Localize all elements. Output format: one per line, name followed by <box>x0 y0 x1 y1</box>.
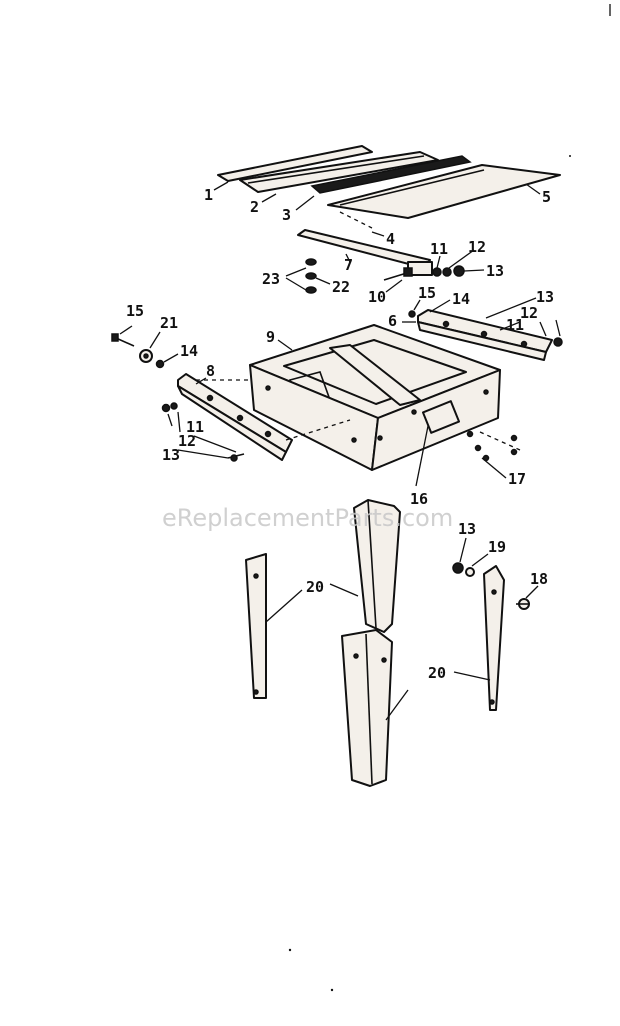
watermark: eReplacementParts.com <box>162 504 453 532</box>
washer-19 <box>465 567 475 577</box>
speck <box>330 988 334 992</box>
callout-9: 9 <box>266 328 275 346</box>
dashed-assembly-lines <box>196 379 521 451</box>
callout-13-leg: 13 <box>458 520 476 538</box>
rail-7 <box>297 229 433 276</box>
panel-clip-4 <box>339 211 373 229</box>
washer-21 <box>139 349 153 363</box>
table-top-panel-1 <box>217 145 373 182</box>
bolts-17 <box>466 430 518 462</box>
callout-6: 6 <box>388 312 397 330</box>
table-top-panel-2 <box>239 151 439 193</box>
callout-10: 10 <box>368 288 386 306</box>
side-rail-6 <box>417 309 553 361</box>
speck <box>288 948 292 952</box>
speck <box>569 155 571 157</box>
callout-11-left: 11 <box>186 418 204 436</box>
callout-13-top: 13 <box>486 262 504 280</box>
leg-center-upper <box>353 499 401 633</box>
bolt-15-top <box>408 310 416 318</box>
leg-right-20 <box>483 565 505 711</box>
callout-11-top: 11 <box>430 240 448 258</box>
nuts-11-12-13-left <box>161 402 245 462</box>
bolt-15-left <box>111 333 135 347</box>
callout-15-left: 15 <box>126 302 144 320</box>
callout-20-right: 20 <box>428 664 446 682</box>
base-frame-9 <box>249 324 501 471</box>
callout-16: 16 <box>410 490 428 508</box>
leader-lines <box>119 181 561 721</box>
leg-left-20 <box>245 553 267 699</box>
leg-center-lower <box>341 629 393 787</box>
callout-15-top: 15 <box>418 284 436 302</box>
callout-2: 2 <box>250 198 259 216</box>
callout-18: 18 <box>530 570 548 588</box>
callout-1: 1 <box>204 186 213 204</box>
washers-22-23 <box>305 258 317 294</box>
callout-19: 19 <box>488 538 506 556</box>
callout-17: 17 <box>508 470 526 488</box>
callout-7: 7 <box>344 256 353 274</box>
bolt-18 <box>516 598 530 610</box>
side-rail-8 <box>177 373 293 461</box>
callout-13-left: 13 <box>162 446 180 464</box>
bolt-10 <box>383 267 413 281</box>
callout-labels: 1 2 3 4 5 7 10 11 12 13 23 22 15 14 6 13… <box>126 186 554 682</box>
callout-12-right: 12 <box>520 304 538 322</box>
callout-14-left: 14 <box>180 342 198 360</box>
callout-11-right: 11 <box>506 316 524 334</box>
callout-8: 8 <box>206 362 215 380</box>
nut-14-left <box>155 359 165 369</box>
callout-12-top: 12 <box>468 238 486 256</box>
callout-21: 21 <box>160 314 178 332</box>
nut-13-leg <box>452 562 464 574</box>
callout-23: 23 <box>262 270 280 288</box>
callout-4: 4 <box>386 230 395 248</box>
table-top-panel-5 <box>327 164 561 219</box>
nuts-11-12-13-top <box>432 265 465 277</box>
callout-14-top: 14 <box>452 290 470 308</box>
callout-12-left: 12 <box>178 432 196 450</box>
bolt-13-right <box>553 337 563 347</box>
callout-13-right: 13 <box>536 288 554 306</box>
callout-22: 22 <box>332 278 350 296</box>
table-top-insert-3 <box>310 155 472 194</box>
callout-3: 3 <box>282 206 291 224</box>
callout-20-left: 20 <box>306 578 324 596</box>
callout-5: 5 <box>542 188 551 206</box>
